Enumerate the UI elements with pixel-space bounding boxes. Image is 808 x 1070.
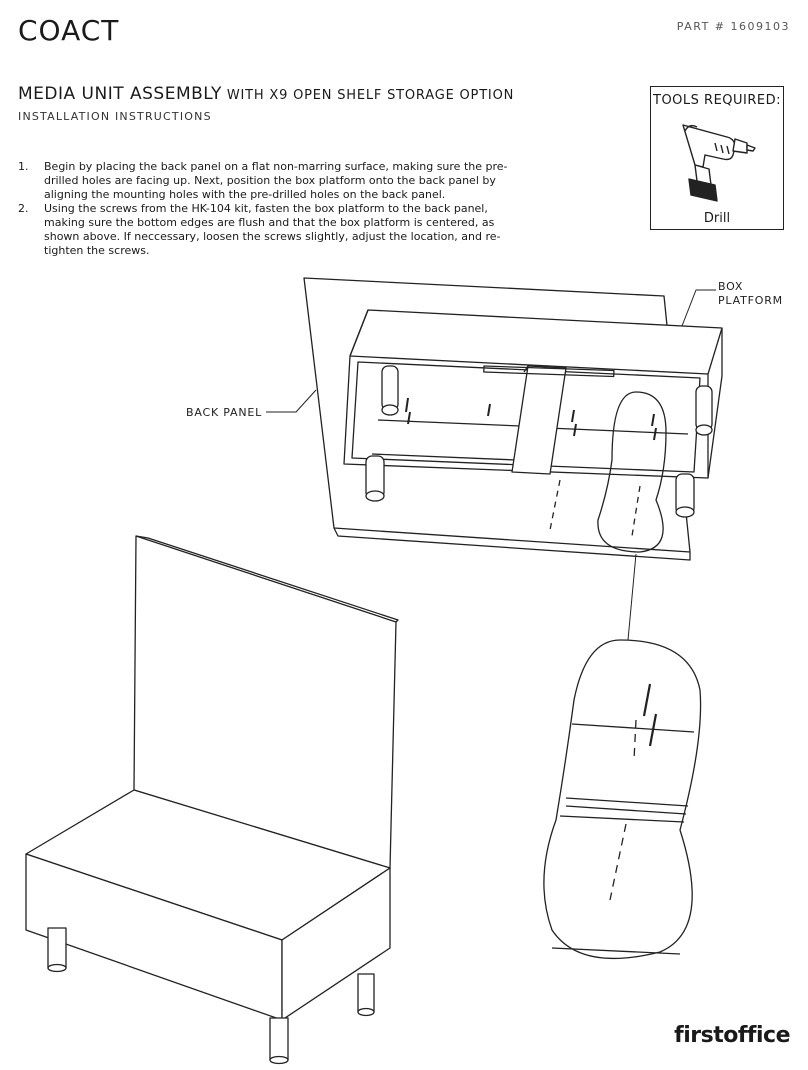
detail-callout-outline — [597, 391, 667, 553]
screw-set — [405, 397, 657, 441]
platform-leg — [381, 365, 399, 416]
drill-label: Drill — [703, 211, 731, 226]
instruction-step: 2. Using the screws from the HK-104 kit,… — [18, 202, 518, 258]
bench-leg — [47, 927, 67, 973]
back-panel-edge — [333, 527, 691, 561]
drill-icon — [682, 124, 756, 202]
bench-seat-side — [281, 867, 391, 1021]
bench-leg — [269, 1017, 289, 1065]
platform-leg — [695, 385, 713, 436]
document-subtitle: INSTALLATION INSTRUCTIONS — [18, 110, 212, 123]
step-text: Using the screws from the HK-104 kit, fa… — [44, 202, 501, 257]
firstoffice-logo: firstoffice — [674, 1023, 790, 1048]
box-platform-label-line2: PLATFORM — [718, 294, 783, 307]
platform-leg — [365, 455, 385, 502]
box-platform-label-line1: BOX — [718, 280, 744, 293]
platform-leg — [675, 473, 695, 518]
tools-heading: TOOLS REQUIRED: — [653, 93, 781, 108]
tools-required-box: TOOLS REQUIRED: Drill — [650, 86, 784, 230]
step-number: 2. — [18, 202, 29, 215]
bench-leg — [357, 973, 375, 1017]
instruction-step: 1. Begin by placing the back panel on a … — [18, 160, 518, 202]
step-number: 1. — [18, 160, 29, 173]
brand-name: COACT — [18, 14, 120, 47]
detail-enlargement — [543, 639, 702, 960]
instruction-steps: 1. Begin by placing the back panel on a … — [18, 160, 518, 258]
back-panel-label: BACK PANEL — [186, 406, 263, 419]
box-platform-label: BOX PLATFORM — [718, 280, 783, 308]
step-text: Begin by placing the back panel on a fla… — [44, 160, 508, 201]
title-main: MEDIA UNIT ASSEMBLY — [18, 84, 222, 104]
part-number: PART # 1609103 — [676, 20, 790, 33]
document-title: MEDIA UNIT ASSEMBLY WITH X9 OPEN SHELF S… — [18, 84, 514, 104]
title-sub: WITH X9 OPEN SHELF STORAGE OPTION — [221, 88, 515, 103]
